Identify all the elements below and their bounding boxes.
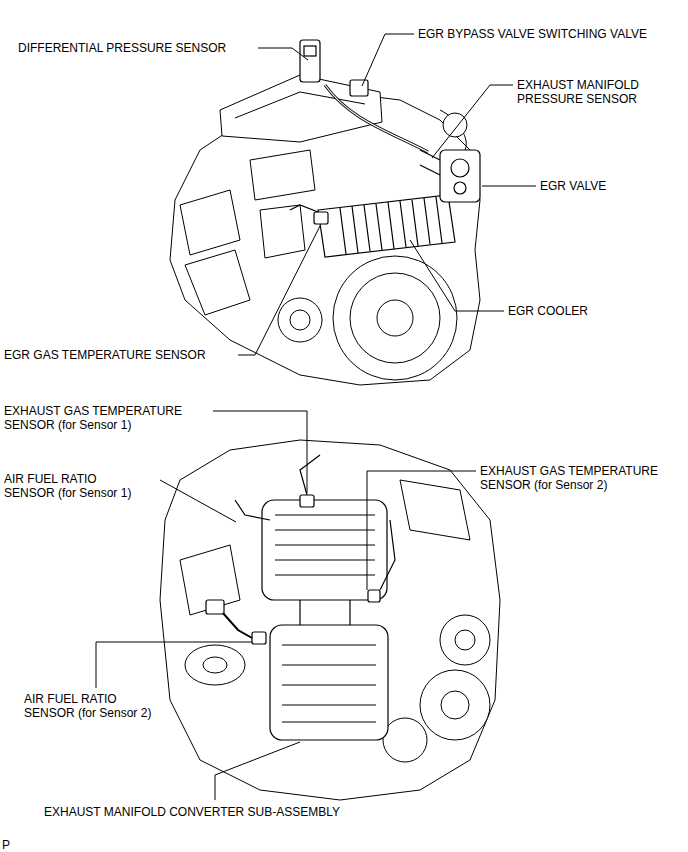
leader-line [238, 226, 320, 355]
exhaust-converter [380, 520, 395, 590]
upper-engine [333, 256, 457, 380]
leader-line [160, 480, 236, 522]
egr-parts [290, 40, 480, 257]
upper-engine [377, 300, 413, 336]
upper-engine [170, 75, 480, 385]
lower-engine [440, 615, 490, 665]
upper-engine [180, 190, 240, 255]
part-label: EGR VALVE [540, 179, 606, 193]
egr-parts [304, 46, 316, 56]
upper-engine [278, 298, 322, 342]
lower-engine [400, 480, 470, 540]
part-label: EXHAUST MANIFOLD CONVERTER SUB-ASSEMBLY [44, 805, 340, 819]
leader-line [362, 34, 414, 86]
exhaust-converter [368, 590, 380, 602]
leader-line [367, 471, 476, 590]
exhaust-converter [300, 495, 314, 507]
upper-engine [350, 273, 440, 363]
lower-engine [441, 691, 469, 719]
upper-engine [440, 110, 466, 150]
part-label: EGR BYPASS VALVE SWITCHING VALVE [418, 27, 647, 41]
egr-parts [350, 80, 368, 96]
exhaust-converter [235, 500, 270, 520]
exhaust-converter [262, 500, 387, 600]
exhaust-converter [252, 632, 266, 644]
egr-parts [325, 85, 428, 152]
egr-parts [318, 195, 455, 257]
exhaust-converter [300, 600, 350, 625]
exhaust-converter [270, 625, 388, 740]
lower-engine [203, 657, 227, 673]
part-label: EXHAUST MANIFOLD PRESSURE SENSOR [517, 78, 667, 106]
egr-parts [290, 205, 318, 212]
leader-line [482, 186, 536, 187]
part-label: AIR FUEL RATIO SENSOR (for Sensor 1) [4, 472, 134, 500]
egr-parts [420, 150, 440, 175]
lower-engine [420, 670, 490, 740]
egr-parts [451, 159, 469, 177]
part-label: AIR FUEL RATIO SENSOR (for Sensor 2) [24, 692, 154, 720]
egr-parts [454, 182, 466, 194]
leader-line [432, 85, 513, 158]
upper-engine [250, 150, 315, 200]
lower-engine [455, 630, 475, 650]
lower-engine [185, 645, 245, 685]
upper-engine [170, 95, 480, 385]
upper-engine [260, 205, 305, 258]
part-label: EXHAUST GAS TEMPERATURE SENSOR (for Sens… [4, 404, 204, 432]
egr-parts [340, 197, 442, 254]
leader-line [258, 48, 308, 60]
part-label: EXHAUST GAS TEMPERATURE SENSOR (for Sens… [480, 464, 680, 492]
lower-engine [160, 440, 500, 800]
exhaust-converter [282, 645, 376, 722]
exhaust-converter [300, 455, 320, 495]
egr-parts [314, 212, 328, 224]
lower-engine [383, 718, 427, 762]
upper-engine [443, 113, 467, 137]
exhaust-converter [222, 612, 252, 638]
lower-engine [160, 440, 500, 800]
leader-line [215, 742, 300, 800]
upper-engine [185, 250, 250, 315]
part-label: EGR GAS TEMPERATURE SENSOR [4, 348, 206, 362]
leader-line [410, 240, 504, 311]
egr-parts [300, 40, 320, 82]
egr-parts [440, 150, 480, 202]
leader-line [213, 411, 307, 493]
exhaust-converter [206, 600, 224, 614]
lower-engine [180, 545, 240, 615]
leader-line [96, 642, 252, 688]
upper-engine [290, 310, 310, 330]
egr-parts [325, 85, 428, 152]
part-label: DIFFERENTIAL PRESSURE SENSOR [18, 41, 226, 55]
exhaust-converter [275, 515, 375, 575]
part-label: EGR COOLER [508, 304, 588, 318]
upper-engine [220, 75, 382, 142]
part-label: P [2, 838, 10, 852]
